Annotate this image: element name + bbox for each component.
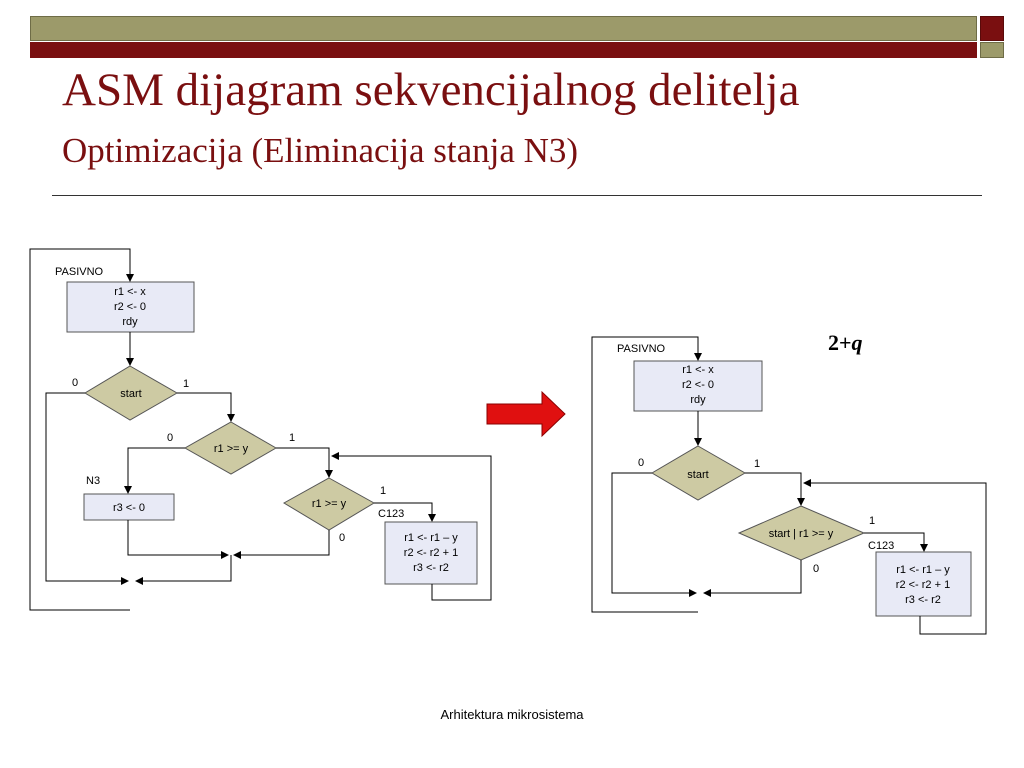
- right-cmp-zero: 0: [813, 563, 819, 575]
- left-start-zero: 0: [72, 377, 78, 389]
- header-square-olive: [980, 42, 1004, 58]
- left-start-one: 1: [183, 378, 189, 390]
- right-c123-label: C123: [868, 540, 894, 552]
- left-pasivno-box: [66, 281, 195, 333]
- left-cmp1-one: 1: [289, 432, 295, 444]
- right-edge-cmp-zero: [703, 560, 802, 597]
- left-cmp2-one: 1: [380, 485, 386, 497]
- left-edge-cmp2-one: [374, 502, 436, 522]
- right-cmp-text: start | r1 >= y: [769, 528, 834, 540]
- left-edge-cmp1-one: [276, 447, 333, 478]
- left-edge-n3-merge: [127, 520, 229, 559]
- left-cmp1-zero: 0: [167, 432, 173, 444]
- header-square-maroon: [980, 16, 1004, 41]
- left-c123-line-1: r1 <- r1 – y: [404, 532, 458, 544]
- title-divider: [52, 195, 982, 196]
- right-return-line: [591, 336, 702, 613]
- left-edge-start-one: [177, 392, 235, 422]
- right-pasivno-line-3: rdy: [690, 394, 706, 406]
- right-cost-label: 2+q: [828, 330, 863, 355]
- right-pasivno-line-2: r2 <- 0: [682, 379, 714, 391]
- left-n3-box: [83, 493, 175, 521]
- left-c123-line-3: r3 <- r2: [413, 562, 449, 574]
- left-n3-label: N3: [86, 475, 100, 487]
- right-c123-line-2: r2 <- r2 + 1: [896, 579, 950, 591]
- right-start-diamond: [651, 445, 747, 501]
- right-start-one: 1: [754, 458, 760, 470]
- right-start-text: start: [687, 469, 708, 481]
- right-diagram: 2+q PASIVNO r1 <- x r2 <- 0 rdy start 0 …: [591, 330, 987, 635]
- right-c123-line-3: r3 <- r2: [905, 594, 941, 606]
- right-c123-box: [875, 551, 972, 617]
- slide-subtitle: Optimizacija (Eliminacija stanja N3): [62, 131, 579, 170]
- header-bar-maroon: [30, 42, 977, 58]
- left-diagram: PASIVNO r1 <- x r2 <- 0 rdy start 0 1 r1…: [29, 248, 492, 611]
- right-edge-c123-loop: [803, 479, 987, 635]
- left-return-line: [29, 248, 134, 611]
- left-pasivno-line-1: r1 <- x: [114, 286, 146, 298]
- left-edge-start-zero: [45, 392, 129, 585]
- right-edge-cmp-one: [864, 532, 928, 552]
- right-pasivno-line-1: r1 <- x: [682, 364, 714, 376]
- left-c123-label: C123: [378, 508, 404, 520]
- right-cmp-one: 1: [869, 515, 875, 527]
- left-n3-text: r3 <- 0: [113, 502, 145, 514]
- left-edge-merge-down: [135, 555, 232, 585]
- left-edge-cmp1-zero: [124, 447, 185, 494]
- left-pasivno-line-2: r2 <- 0: [114, 301, 146, 313]
- right-start-zero: 0: [638, 457, 644, 469]
- left-cmp2-text: r1 >= y: [312, 498, 347, 510]
- right-edge-start-zero: [611, 472, 697, 597]
- right-c123-line-1: r1 <- r1 – y: [896, 564, 950, 576]
- left-cmp1-text: r1 >= y: [214, 443, 249, 455]
- right-pasivno-label: PASIVNO: [617, 343, 666, 355]
- left-start-diamond: [84, 365, 179, 421]
- left-cmp1-diamond: [183, 421, 277, 475]
- left-cmp2-zero: 0: [339, 532, 345, 544]
- left-c123-line-2: r2 <- r2 + 1: [404, 547, 458, 559]
- transform-arrow-icon: [486, 390, 566, 438]
- left-edge-c123-loop: [331, 452, 492, 601]
- left-pasivno-line-3: rdy: [122, 316, 138, 328]
- slide-title: ASM dijagram sekvencijalnog delitelja: [62, 64, 800, 116]
- header-bar-olive: [30, 16, 977, 41]
- left-pasivno-label: PASIVNO: [55, 266, 104, 278]
- left-start-text: start: [120, 388, 141, 400]
- slide-footer: Arhitektura mikrosistema: [440, 707, 584, 722]
- left-edge-cmp2-zero: [233, 530, 330, 559]
- right-edge-start-one: [745, 472, 805, 506]
- left-c123-box: [384, 521, 478, 585]
